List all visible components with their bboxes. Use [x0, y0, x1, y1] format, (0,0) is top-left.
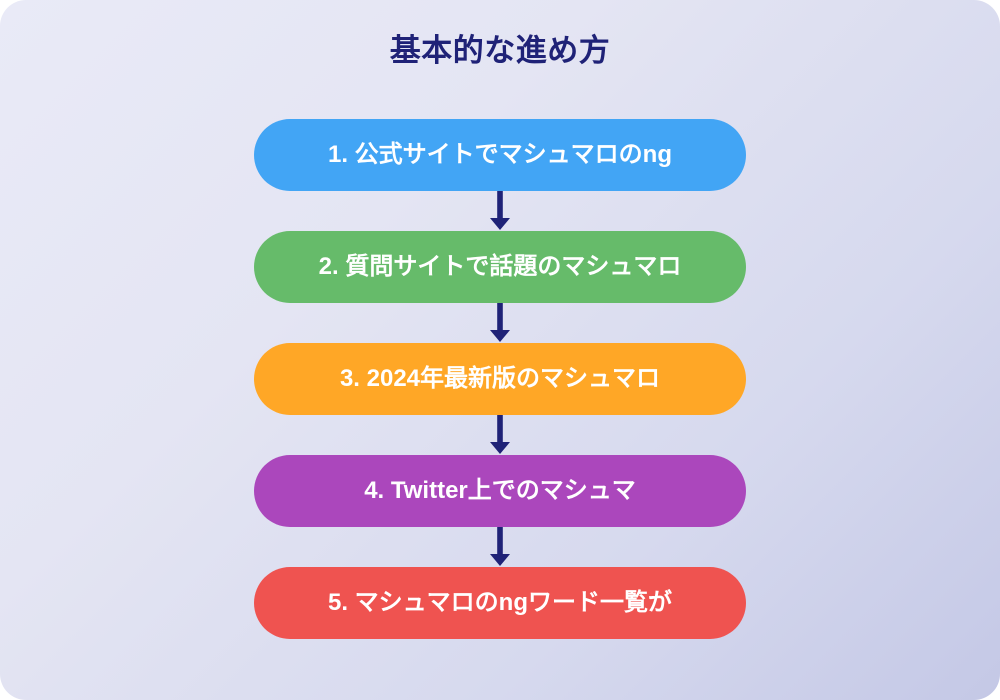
- flow-arrow-down-icon: [490, 303, 510, 342]
- page-title: 基本的な進め方: [389, 33, 611, 68]
- flow-step-2[interactable]: 2. 質問サイトで話題のマシュマロ: [254, 231, 746, 303]
- flow-step-label: 2. 質問サイトで話題のマシュマロ: [318, 253, 682, 280]
- flow-step-label: 3. 2024年最新版のマシュマロ: [339, 365, 661, 392]
- flow-arrow-down-icon: [490, 415, 510, 454]
- flow-step-3[interactable]: 3. 2024年最新版のマシュマロ: [254, 343, 746, 415]
- flow-step-label: 4. Twitter上でのマシュマ: [364, 477, 636, 504]
- flow-step-1[interactable]: 1. 公式サイトでマシュマロのng: [254, 119, 746, 191]
- flow-step-5[interactable]: 5. マシュマロのngワード一覧が: [254, 567, 746, 639]
- flow-step-4[interactable]: 4. Twitter上でのマシュマ: [254, 455, 746, 527]
- flow-arrow-down-icon: [490, 527, 510, 566]
- flow-steps-list: 1. 公式サイトでマシュマロのng 2. 質問サイトで話題のマシュマロ 3. 202…: [254, 119, 746, 639]
- flow-step-label: 1. 公式サイトでマシュマロのng: [327, 141, 672, 168]
- flow-step-label: 5. マシュマロのngワード一覧が: [327, 589, 672, 616]
- flow-arrow-down-icon: [490, 191, 510, 230]
